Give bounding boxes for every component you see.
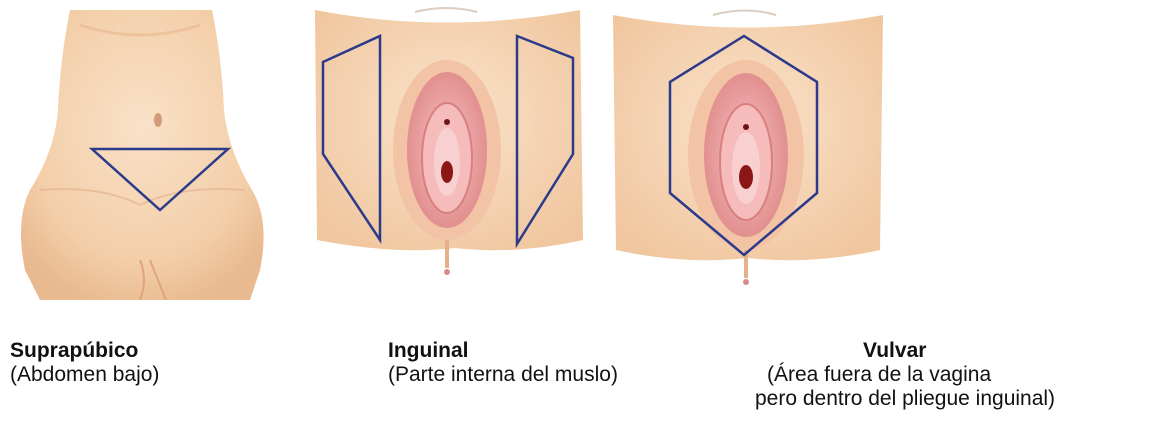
vaginal-opening: [441, 161, 453, 183]
region-title: Suprapúbico: [10, 339, 159, 363]
region-title: Inguinal: [388, 339, 618, 363]
suprapubic-figure: [0, 0, 280, 300]
region-desc: (Abdomen bajo): [10, 363, 159, 387]
region-desc: pero dentro del pliegue inguinal): [755, 387, 1055, 411]
clitoris: [743, 124, 749, 130]
inguinal-figure: [305, 0, 590, 300]
region-title: Vulvar: [755, 339, 1055, 363]
clitoris: [444, 119, 450, 125]
suprapubic-illustration: [0, 0, 280, 300]
torso-body: [21, 10, 264, 300]
navel: [154, 113, 162, 127]
vaginal-opening: [739, 165, 753, 189]
vulvar-illustration: [608, 0, 888, 300]
caption-suprapubic: Suprapúbico (Abdomen bajo): [10, 339, 159, 387]
vulvar-figure: [608, 0, 888, 300]
region-desc: (Parte interna del muslo): [388, 363, 618, 387]
caption-vulvar: Vulvar (Área fuera de la vagina pero den…: [755, 339, 1055, 411]
caption-inguinal: Inguinal (Parte interna del muslo): [388, 339, 618, 387]
inguinal-illustration: [305, 0, 590, 300]
region-desc: (Área fuera de la vagina: [755, 363, 1055, 387]
